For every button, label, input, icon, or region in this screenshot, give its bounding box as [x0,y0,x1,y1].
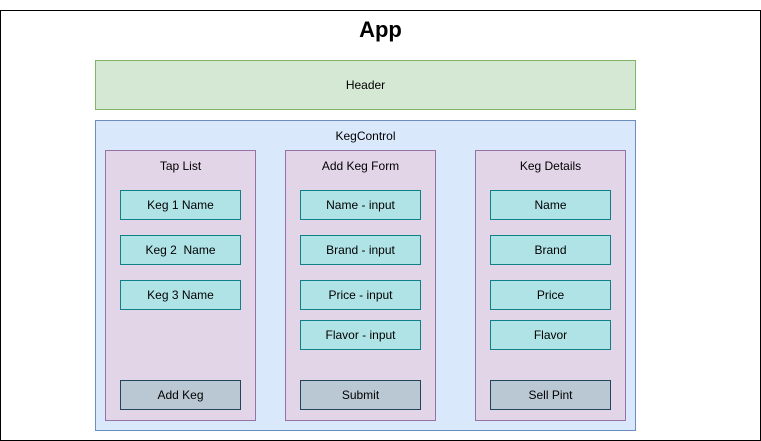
add-keg-button: Add Keg [120,380,241,410]
detail-flavor-label: Flavor [533,328,568,342]
sell-pint-button: Sell Pint [490,380,611,410]
name-input-label: Name - input [326,198,395,212]
tap-list-item-keg-3: Keg 3 Name [120,280,241,310]
detail-flavor-box: Flavor [490,320,611,350]
keg-details-title: Keg Details [519,159,582,173]
brand-input-label: Brand - input [326,243,395,257]
sell-pint-label: Sell Pint [528,388,573,402]
price-input-label: Price - input [328,288,393,302]
detail-brand-label: Brand [534,243,567,257]
add-keg-label: Add Keg [157,388,204,402]
add-keg-form-title: Add Keg Form [321,159,400,173]
header-box: Header [95,60,636,110]
name-input-box: Name - input [300,190,421,220]
tap-list-item-label: Keg 1 Name [147,198,214,212]
detail-name-label: Name [534,198,567,212]
tap-list-title: Tap List [159,159,202,173]
brand-input-box: Brand - input [300,235,421,265]
detail-price-label: Price [536,288,565,302]
detail-price-box: Price [490,280,611,310]
submit-label: Submit [341,388,380,402]
tap-list-item-keg-1: Keg 1 Name [120,190,241,220]
flavor-input-box: Flavor - input [300,320,421,350]
kegcontrol-label: KegControl [335,129,396,143]
tap-list-item-keg-2: Keg 2 Name [120,235,241,265]
detail-brand-box: Brand [490,235,611,265]
detail-name-box: Name [490,190,611,220]
flavor-input-label: Flavor - input [325,328,396,342]
price-input-box: Price - input [300,280,421,310]
header-label: Header [345,78,386,92]
tap-list-item-label: Keg 3 Name [147,288,214,302]
tap-list-item-label: Keg 2 Name [145,243,216,257]
submit-button: Submit [300,380,421,410]
app-title: App [359,17,402,42]
